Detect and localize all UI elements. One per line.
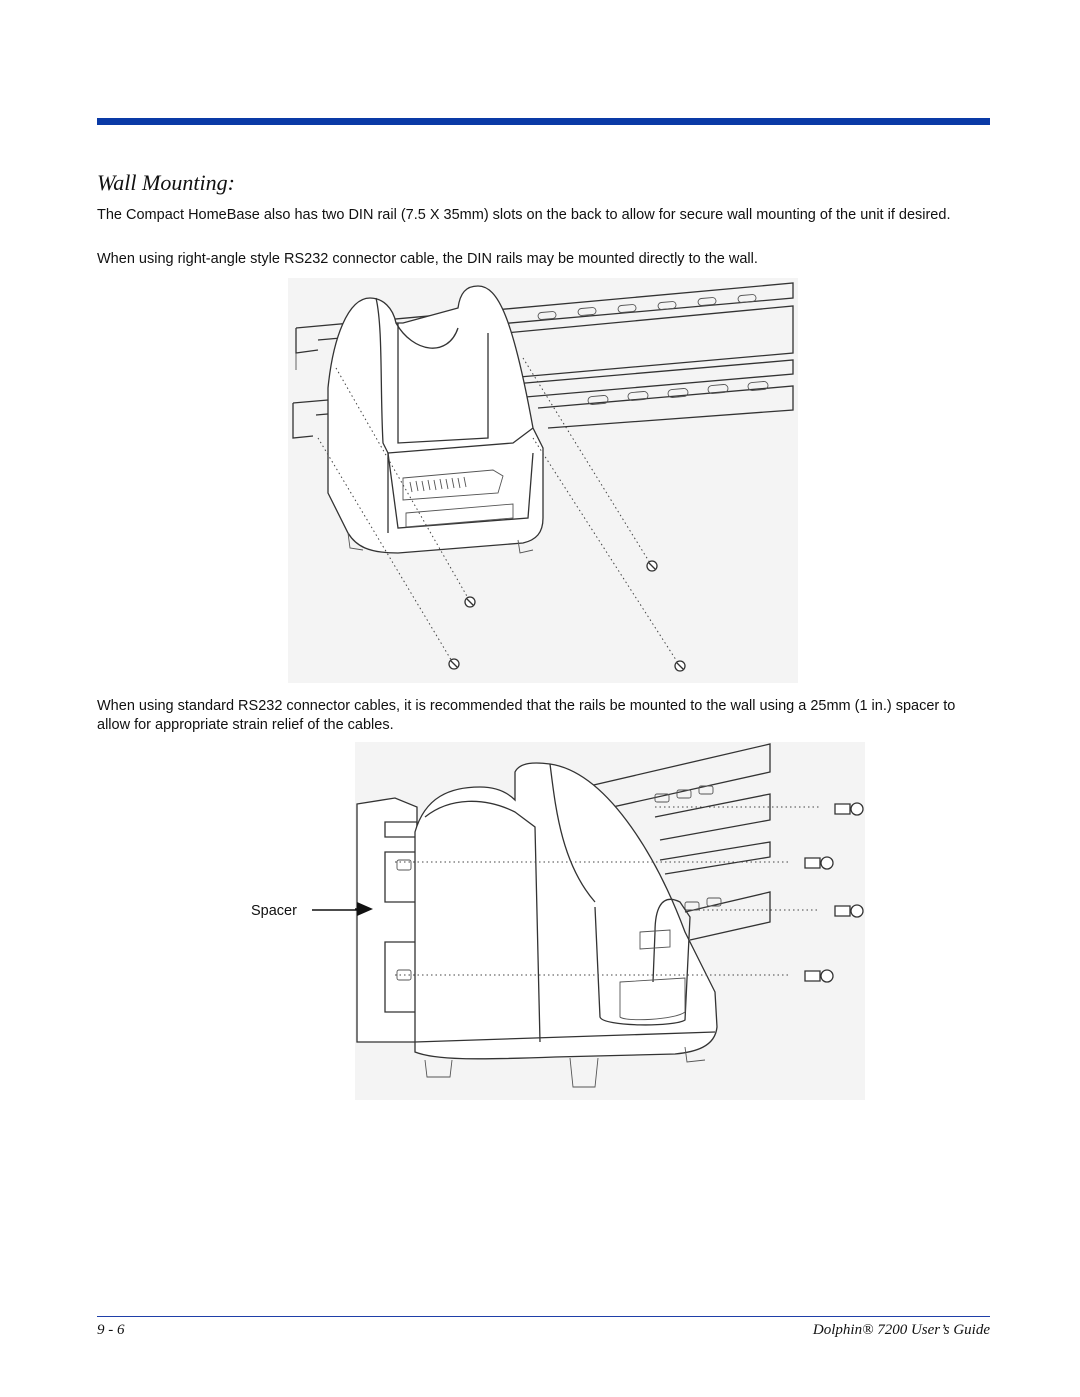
spacer-arrow-shaft <box>312 909 357 911</box>
spacer-callout-arrow <box>355 902 373 916</box>
din-rail-upper <box>295 282 794 379</box>
din-rail-lower <box>292 359 794 439</box>
header-rule <box>97 118 990 125</box>
din-rail-upper <box>584 743 771 841</box>
cradle-body <box>327 285 544 554</box>
screw-guide-lines <box>395 806 820 976</box>
paragraph-spacer-recommendation: When using standard RS232 connector cabl… <box>97 698 956 733</box>
spacer-block <box>356 797 418 1043</box>
guide-title: Dolphin® 7200 User’s Guide <box>812 1322 990 1338</box>
screw-icon <box>448 560 686 672</box>
footer-rule <box>97 1316 990 1317</box>
paragraph-right-angle-cable: When using right-angle style RS232 conne… <box>97 251 758 267</box>
screw-guide-lines <box>317 357 679 664</box>
screw-icon <box>804 802 864 983</box>
figure-direct-mount-illustration <box>288 278 798 683</box>
figure-spacer-mount-illustration <box>355 742 865 1100</box>
section-heading: Wall Mounting: <box>97 170 235 195</box>
din-rail-lower <box>659 841 771 941</box>
paragraph-din-rail-slots: The Compact HomeBase also has two DIN ra… <box>97 207 951 223</box>
page-number: 9 - 6 <box>97 1322 125 1338</box>
spacer-label: Spacer <box>251 903 297 919</box>
cradle-body <box>414 762 718 1088</box>
